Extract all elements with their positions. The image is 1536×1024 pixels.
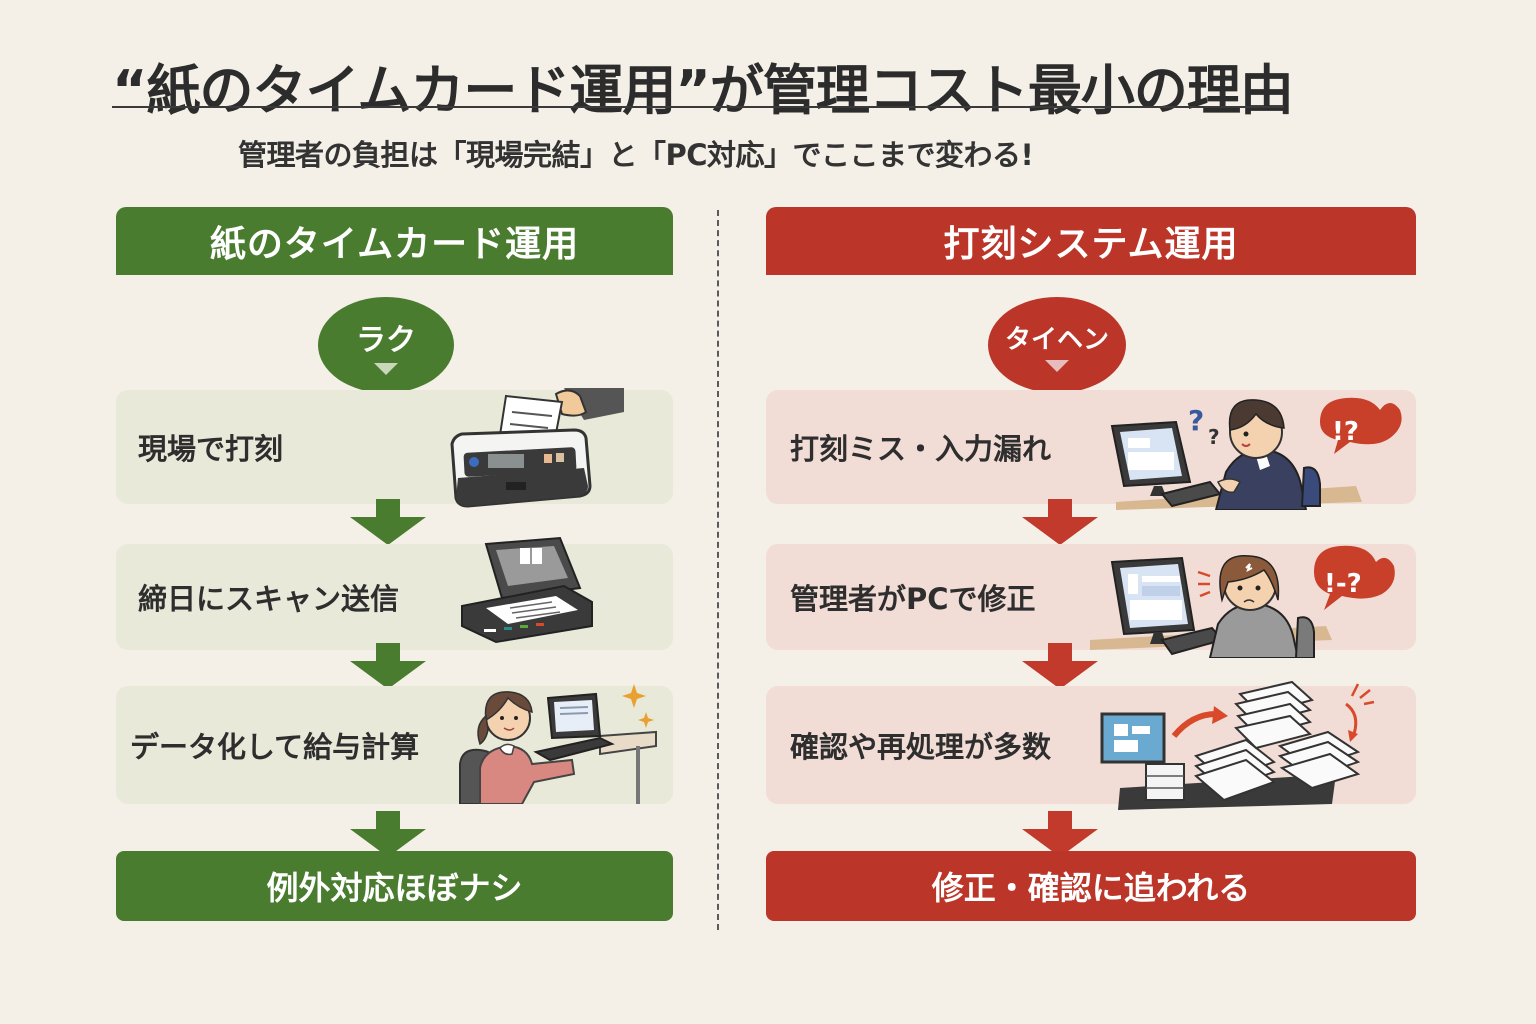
scanner-icon <box>461 536 593 644</box>
arrow-down-icon <box>350 811 426 857</box>
step-card: 打刻ミス・入力漏れ ? ? !? <box>766 390 1416 510</box>
triangle-down-icon <box>374 363 398 375</box>
step-label: 打刻ミス・入力漏れ <box>790 432 1052 466</box>
arrow-down-icon <box>350 499 426 545</box>
step-label: 締日にスキャン送信 <box>138 582 400 616</box>
result-banner: 例外対応ほぼナシ <box>116 851 673 921</box>
arrow-down-icon <box>350 643 426 689</box>
confused-worker-icon: ? ? !? <box>1110 397 1402 510</box>
arrow-down-icon <box>1022 499 1098 545</box>
step-label: 確認や再処理が多数 <box>790 730 1052 764</box>
step-card: 確認や再処理が多数 <box>766 680 1416 810</box>
step-label: 管理者がPCで修正 <box>790 582 1036 616</box>
arrow-down-icon <box>1022 643 1098 689</box>
step-card: 管理者がPCで修正 !-? <box>766 544 1416 658</box>
hard-badge-label: タイヘン <box>1004 324 1109 355</box>
step-label: データ化して給与計算 <box>130 730 420 764</box>
triangle-down-icon <box>1045 359 1069 372</box>
svg-text:?: ? <box>1208 425 1220 449</box>
hard-badge: タイヘン <box>988 297 1126 393</box>
worker-laptop-icon <box>459 684 657 804</box>
easy-badge: ラク <box>318 297 454 393</box>
paper-stacks-icon <box>1100 680 1375 810</box>
step-card: 現場で打刻 <box>116 388 673 508</box>
page-title: “紙のタイムカード運用”が管理コスト最小の理由 <box>112 59 1294 122</box>
step-card: 締日にスキャン送信 <box>116 536 673 650</box>
step-label: 現場で打刻 <box>138 432 284 466</box>
system-column-header: 打刻システム運用 <box>766 207 1416 275</box>
paper-timecard-column: 紙のタイムカード運用 ラク 現場で打刻 締日にスキャン送信 <box>116 207 673 921</box>
title-underline <box>112 106 1284 108</box>
stamping-system-column: 打刻システム運用 タイヘン 打刻ミス・入力漏れ ? ? !? <box>766 207 1416 921</box>
paper-column-header: 紙のタイムカード運用 <box>116 207 673 275</box>
page-subtitle: 管理者の負担は「現場完結」と「PC対応」でここまで変わる! <box>238 138 1034 172</box>
stressed-manager-icon: !-? <box>1090 545 1395 658</box>
easy-badge-label: ラク <box>356 323 416 358</box>
column-divider <box>717 210 719 930</box>
step-card: データ化して給与計算 <box>116 684 673 804</box>
arrow-down-icon <box>1022 811 1098 857</box>
svg-text:!?: !? <box>1332 417 1359 447</box>
time-clock-icon <box>450 388 624 508</box>
svg-text:?: ? <box>1188 404 1204 437</box>
result-banner: 修正・確認に追われる <box>766 851 1416 921</box>
svg-text:!-?: !-? <box>1324 569 1362 599</box>
